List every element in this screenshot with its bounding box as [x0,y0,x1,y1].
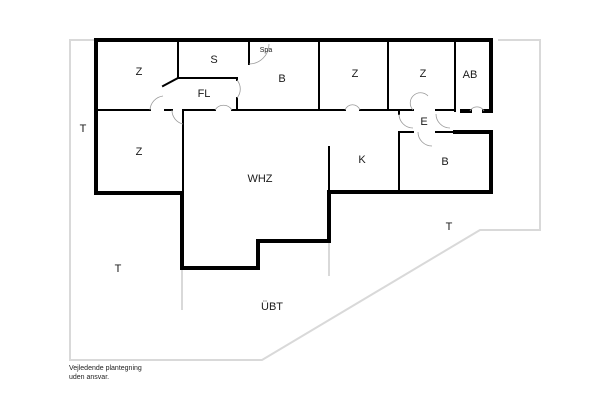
terrace-label-right: T [446,221,453,233]
room-label-b2: B [441,156,448,168]
terrace-label-left: T [80,123,87,135]
door-z3 [409,92,429,111]
door-z1 [149,95,164,111]
terrace-outline [69,39,541,361]
door-b1 [236,79,241,99]
interior-walls [95,39,456,194]
door-ab [469,106,485,112]
exterior-walls [94,38,493,270]
room-label-e: E [420,116,427,128]
room-label-k: K [358,154,366,166]
room-label-spa: Spa [260,47,273,54]
room-labels: Z S Spa FL B Z Z AB E Z WHZ K B T T T ÜB… [80,47,478,313]
door-z2 [344,104,361,111]
room-label-s: S [210,54,217,66]
door-spa [248,43,270,65]
doors [149,43,485,147]
door-fl-whz [214,104,233,111]
room-label-fl: FL [198,88,211,100]
room-label-ubt: ÜBT [261,301,283,313]
room-label-whz: WHZ [247,173,272,185]
door-z4 [171,109,184,125]
room-label-z1: Z [136,66,143,78]
door-b2 [417,131,433,147]
room-label-z3: Z [420,68,427,80]
room-label-ab: AB [463,69,478,81]
door-e-right [435,113,451,129]
note-line-1: Vejledende plantegning [69,365,142,372]
terrace-label-bottom-left: T [115,263,122,275]
room-label-b1: B [278,73,285,85]
room-label-z2: Z [352,68,359,80]
disclaimer-note: Vejledende plantegning uden ansvar. [69,364,142,382]
door-e-left [398,113,414,129]
room-label-z4: Z [136,146,143,158]
note-line-2: uden ansvar. [69,374,110,381]
